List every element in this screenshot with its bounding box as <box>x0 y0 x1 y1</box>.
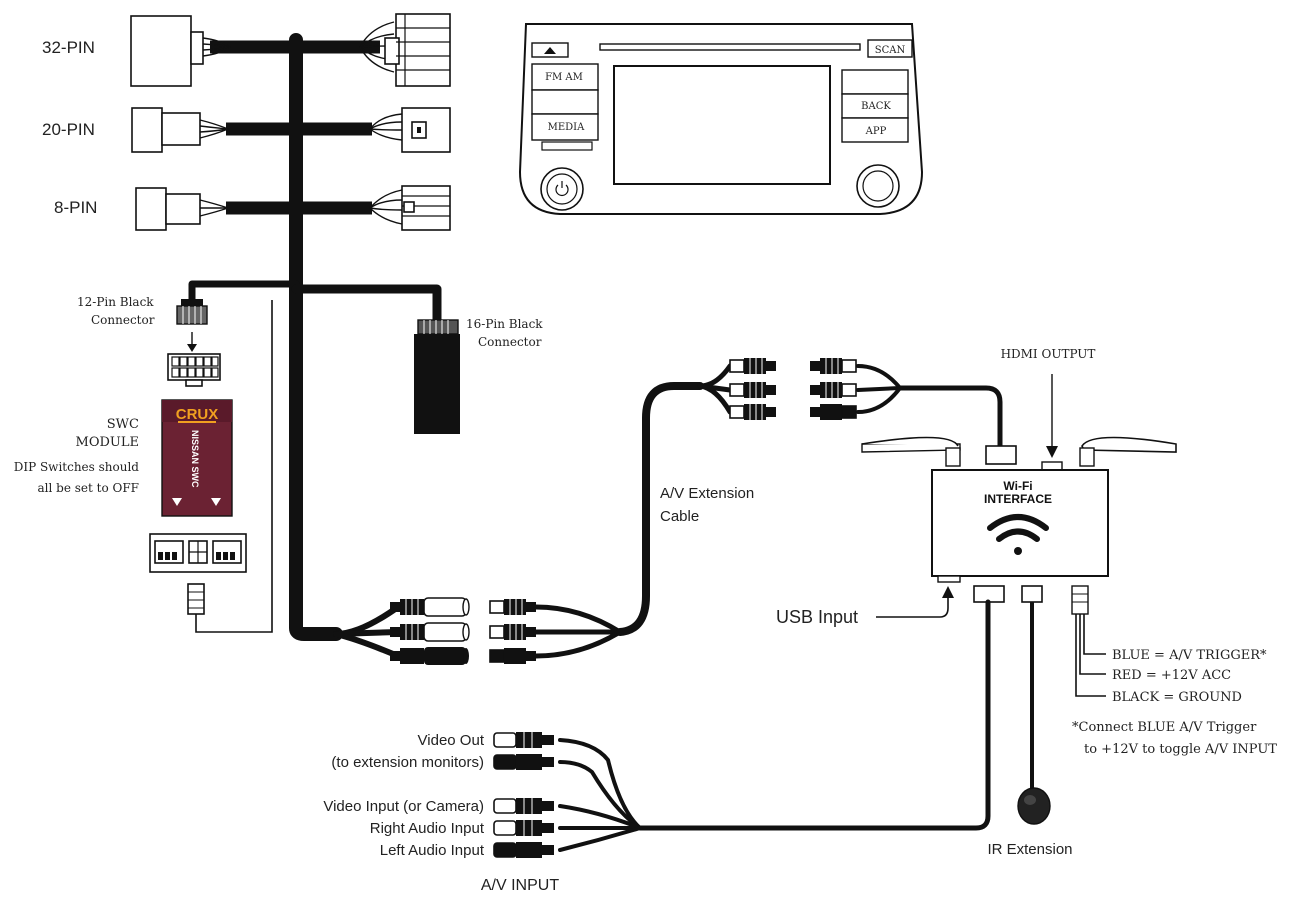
extension-rca-plugs-left <box>489 598 537 664</box>
radio-back: BACK <box>861 101 891 112</box>
power-blue: BLUE = A/V TRIGGER* <box>1112 648 1267 663</box>
connector-16-pin: 16-Pin Black Connector <box>414 317 543 434</box>
av-input-jacks: Video Out (to extension monitors) Video … <box>323 732 559 894</box>
swc-label-line1: SWC <box>107 417 139 432</box>
right-audio-label: Right Audio Input <box>370 820 485 837</box>
av-input-title: A/V INPUT <box>481 877 559 894</box>
power-black: BLACK = GROUND <box>1112 690 1242 705</box>
head-unit: SCAN FM AM MEDIA BACK APP <box>518 23 924 215</box>
interface-av-cable <box>856 364 1003 449</box>
swc-model: NISSAN SWC <box>190 430 200 488</box>
label-32-pin: 32-PIN <box>42 38 95 57</box>
swc-label-line2: MODULE <box>76 435 139 450</box>
main-harness <box>188 33 442 659</box>
wifi-icon <box>987 514 1049 555</box>
harness-rca-jacks <box>389 597 470 665</box>
av-extension-label-line1: A/V Extension <box>660 485 754 502</box>
connector-32-pin: 32-PIN <box>42 13 451 87</box>
label-12-pin-line1: 12-Pin Black <box>77 295 154 309</box>
connector-8-pin: 8-PIN <box>54 185 451 231</box>
hdmi-output-label: HDMI OUTPUT <box>1001 347 1096 361</box>
av-extension-label-line2: Cable <box>660 508 699 525</box>
left-audio-label: Left Audio Input <box>380 842 485 859</box>
power-red: RED = +12V ACC <box>1112 668 1231 683</box>
power-leads: BLUE = A/V TRIGGER* RED = +12V ACC BLACK… <box>1072 614 1277 757</box>
video-input-label: Video Input (or Camera) <box>323 798 484 815</box>
connector-12-pin: 12-Pin Black Connector <box>77 295 221 387</box>
interface-label-line2: INTERFACE <box>984 492 1052 506</box>
label-20-pin: 20-PIN <box>42 120 95 139</box>
ir-extension-label: IR Extension <box>987 841 1072 858</box>
radio-media: MEDIA <box>548 122 586 133</box>
radio-app: APP <box>865 126 887 137</box>
extension-rca-plugs-right <box>729 357 857 421</box>
video-out-note: (to extension monitors) <box>331 754 484 771</box>
interface-label-line1: Wi-Fi <box>1003 479 1032 493</box>
swc-module: CRUX NISSAN SWC SWC MODULE DIP Switches … <box>14 399 247 615</box>
swc-label-line3: DIP Switches should <box>14 460 140 474</box>
wifi-interface: HDMI OUTPUT Wi-Fi INTERFACE USB Input <box>776 347 1177 627</box>
power-note-line1: *Connect BLUE A/V Trigger <box>1072 720 1257 735</box>
ir-extension: IR Extension <box>987 602 1073 858</box>
radio-fm-am: FM AM <box>545 72 583 83</box>
video-out-label: Video Out <box>418 732 485 749</box>
connector-20-pin: 20-PIN <box>42 107 451 153</box>
label-16-pin-line2: Connector <box>478 335 542 349</box>
label-12-pin-line2: Connector <box>91 313 155 327</box>
swc-label-line4: all be set to OFF <box>38 481 140 495</box>
av-input-cable <box>558 599 991 852</box>
label-8-pin: 8-PIN <box>54 198 97 217</box>
radio-scan: SCAN <box>875 45 906 56</box>
av-extension-cable: A/V Extension Cable <box>533 363 754 659</box>
label-16-pin-line1: 16-Pin Black <box>466 317 543 331</box>
usb-input-label: USB Input <box>776 607 858 627</box>
swc-brand: CRUX <box>176 406 219 423</box>
power-note-line2: to +12V to toggle A/V INPUT <box>1084 742 1277 757</box>
